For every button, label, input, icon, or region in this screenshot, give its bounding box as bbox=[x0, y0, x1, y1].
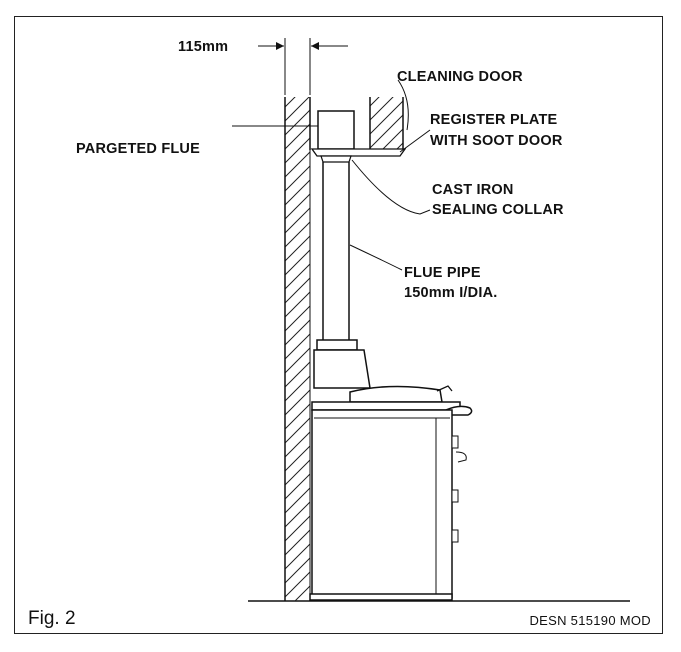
dimension-115mm bbox=[258, 38, 348, 95]
register-plate-label-2: WITH SOOT DOOR bbox=[430, 133, 563, 149]
chimney-wall-right bbox=[369, 97, 404, 149]
stove bbox=[309, 339, 473, 601]
cleaning-door-label: CLEANING DOOR bbox=[397, 69, 523, 85]
flue-pipe-upper bbox=[317, 110, 355, 150]
chimney-wall bbox=[284, 97, 311, 601]
flue-pipe bbox=[322, 162, 350, 340]
dimension-label: 115mm bbox=[178, 39, 228, 55]
drawing-reference: DESN 515190 MOD bbox=[529, 613, 651, 628]
flue-pipe-label-2: 150mm I/DIA. bbox=[404, 285, 497, 301]
figure-caption: Fig. 2 bbox=[28, 608, 76, 629]
collar-label-2: SEALING COLLAR bbox=[432, 202, 564, 218]
collar-label-1: CAST IRON bbox=[432, 182, 514, 198]
leader-lines bbox=[232, 79, 431, 271]
sealing-collar bbox=[320, 155, 352, 163]
pargeted-flue-label: PARGETED FLUE bbox=[76, 141, 200, 157]
register-plate bbox=[310, 148, 407, 157]
register-plate-label-1: REGISTER PLATE bbox=[430, 112, 558, 128]
flue-pipe-label-1: FLUE PIPE bbox=[404, 265, 481, 281]
